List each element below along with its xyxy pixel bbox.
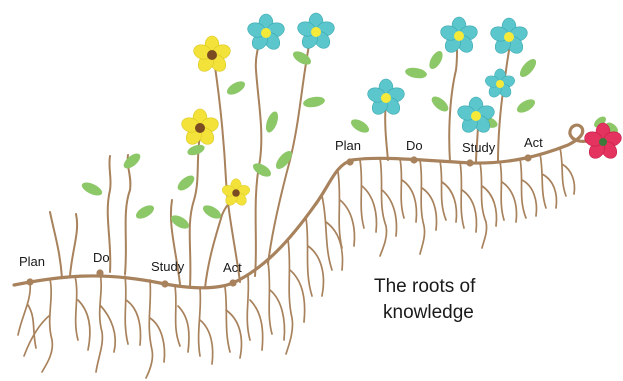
title-line-1: The roots of [374,276,476,297]
label-plan-2: Plan [335,138,361,153]
node-study-2 [466,159,473,166]
flower-teal-4 [439,17,479,55]
label-act-2: Act [524,135,543,150]
node-do-2 [410,156,417,163]
label-act-1: Act [223,260,242,275]
node-do-1 [96,269,103,276]
flower-teal-5 [456,97,496,135]
node-act-1 [229,279,236,286]
label-do-2: Do [406,138,423,153]
node-study-1 [161,280,168,287]
node-act-2 [524,154,531,161]
title-line-2: knowledge [383,302,474,323]
label-study-1: Study [151,259,185,274]
label-study-2: Study [462,140,496,155]
label-plan-1: Plan [19,254,45,269]
flower-teal-1 [246,14,286,52]
node-plan-2 [346,158,353,165]
flower-teal-2 [296,13,336,51]
flower-yellow-1 [192,36,232,74]
flower-teal-7 [484,69,516,100]
label-do-1: Do [93,250,110,265]
node-plan-1 [26,278,33,285]
